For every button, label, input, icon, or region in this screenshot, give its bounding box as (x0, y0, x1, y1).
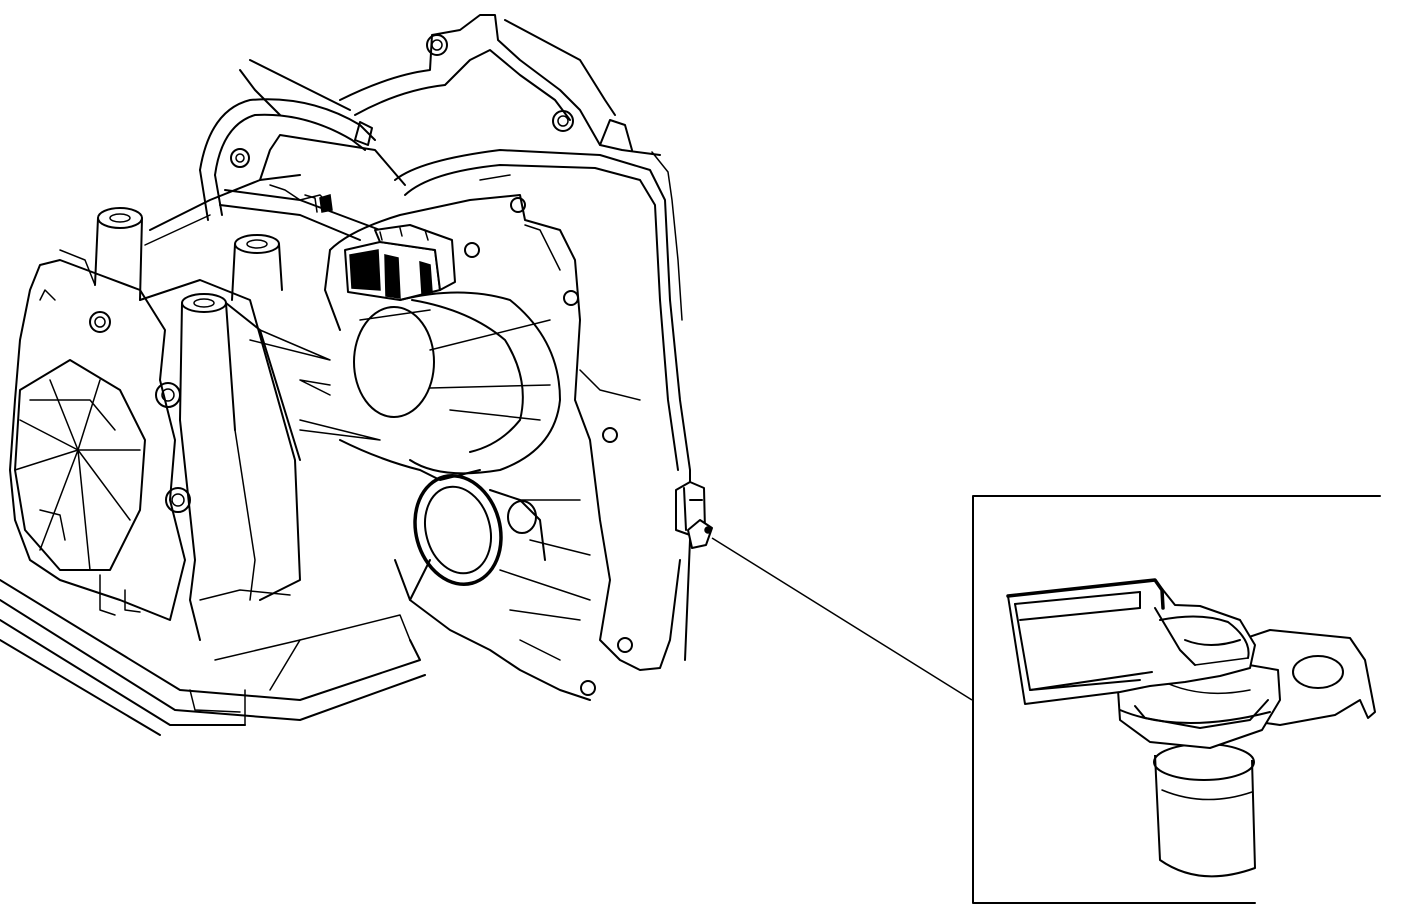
side-cover (9, 259, 186, 621)
sensor-shaft (1154, 754, 1256, 878)
bell-housing-flange (339, 14, 691, 661)
bolt-hole (1292, 655, 1344, 689)
top-connector (304, 194, 456, 301)
transmission-assembly (0, 14, 713, 736)
oil-pan (0, 579, 426, 736)
mounted-sensor (675, 481, 713, 549)
inset-border (972, 495, 1381, 904)
detail-inset (972, 495, 1381, 904)
leader-line (711, 537, 973, 701)
bell-housing-face (249, 194, 681, 696)
cover-bolts (89, 311, 191, 513)
output-opening (394, 474, 591, 701)
wiring-harness (199, 98, 406, 241)
speed-sensor-detail (1006, 578, 1376, 878)
connector-head (1007, 579, 1256, 705)
